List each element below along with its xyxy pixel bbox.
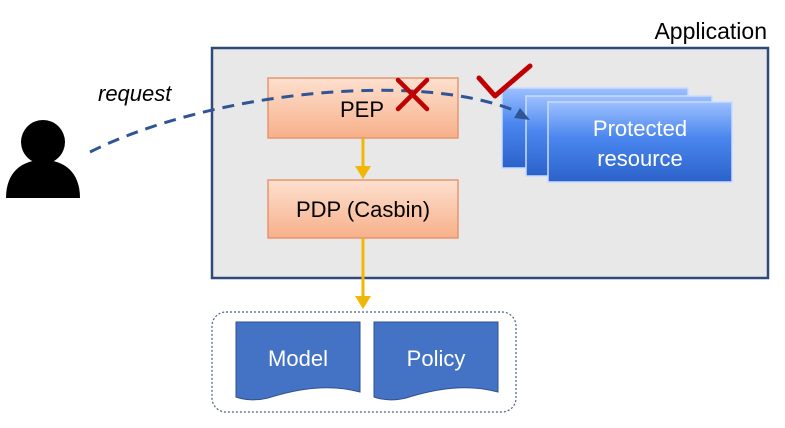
protected-resource-stack: Protected resource <box>501 87 733 183</box>
protected-resource-line1: Protected <box>593 116 687 141</box>
request-line <box>89 88 519 154</box>
pdp-node: PDP (Casbin) <box>267 179 459 239</box>
model-document <box>235 321 361 401</box>
request-label: request <box>98 81 172 106</box>
storage-group: Model Policy <box>211 311 517 413</box>
pdp-label: PDP (Casbin) <box>296 197 430 222</box>
pep-label: PEP <box>340 97 384 122</box>
request-path: request <box>89 81 530 154</box>
arrow-pdp-to-storage <box>355 238 371 309</box>
policy-label: Policy <box>407 346 466 371</box>
resource-card-front <box>547 101 733 183</box>
storage-frame <box>211 311 517 413</box>
policy-document <box>373 321 499 401</box>
request-arrowhead <box>514 108 530 120</box>
application-label: Application <box>654 18 767 44</box>
pep-node: PEP <box>267 77 459 139</box>
protected-resource-line2: resource <box>597 146 683 171</box>
check-icon <box>476 63 533 99</box>
arrow-pep-to-pdp <box>355 138 371 179</box>
model-label: Model <box>268 346 328 371</box>
cross-icon <box>395 77 430 112</box>
user-icon <box>6 120 80 198</box>
